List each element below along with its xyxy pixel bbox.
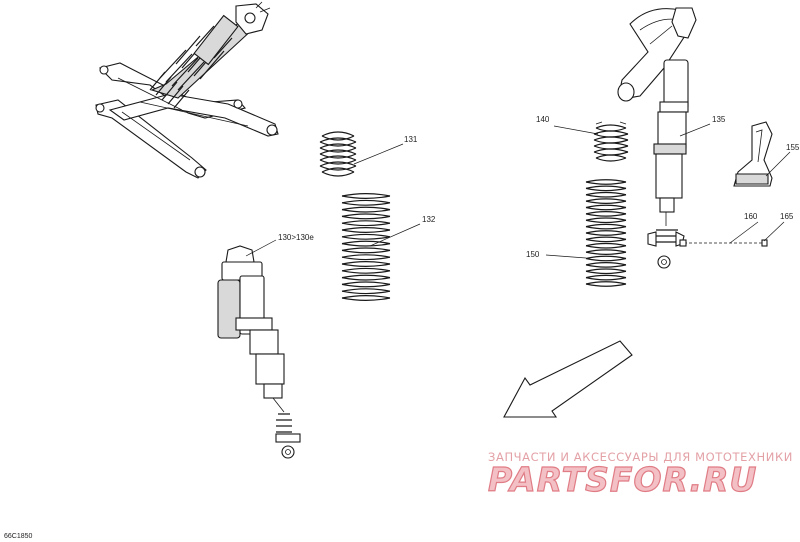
spring-coil-front xyxy=(585,257,627,262)
direction-arrow xyxy=(503,340,633,418)
spring-coil-back xyxy=(585,191,627,196)
spring-coil-back xyxy=(585,198,627,202)
callout-150: 150 xyxy=(526,250,540,259)
spring-coil-front xyxy=(341,222,391,227)
spring-132 xyxy=(341,193,391,301)
spring-coil-front xyxy=(585,264,627,268)
spring-coil-back xyxy=(585,274,627,279)
spring-coil-back xyxy=(585,230,627,234)
watermark-subtitle: ЗАПЧАСТИ И АКСЕССУАРЫ ДЛЯ МОТОТЕХНИКИ xyxy=(488,450,793,464)
shock-absorber-130 xyxy=(217,245,301,459)
spring-coil-front xyxy=(341,215,391,220)
spring-coil-back xyxy=(341,267,391,272)
nut-165 xyxy=(761,239,768,247)
spring-coil-back xyxy=(341,240,391,245)
watermark-logo: PARTSFOR.RU xyxy=(488,460,757,499)
spring-coil-back xyxy=(585,249,627,253)
spring-coil-back xyxy=(585,262,627,266)
diagram-reference-code: 66C1850 xyxy=(4,533,33,540)
spring-coil-front xyxy=(341,277,391,281)
spring-coil-back xyxy=(341,295,391,299)
bolt-160 xyxy=(679,239,762,247)
spring-140 xyxy=(593,121,629,162)
spring-coil-back xyxy=(341,233,391,238)
spring-coil-back xyxy=(341,274,391,279)
spring-coil-back xyxy=(341,227,391,231)
spring-coil-front xyxy=(341,283,391,288)
callout-130: 130>130e xyxy=(278,233,314,242)
spring-coil-front xyxy=(341,229,391,233)
callout-160: 160 xyxy=(744,212,758,221)
spring-coil-back xyxy=(585,223,627,228)
spring-coil-front xyxy=(341,256,391,261)
callout-135: 135 xyxy=(712,115,726,124)
spring-coil-front xyxy=(585,270,627,275)
spring-coil-front xyxy=(341,249,391,254)
spring-coil-front xyxy=(341,290,391,295)
spring-coil-back xyxy=(585,179,627,183)
spring-coil-back xyxy=(341,199,391,204)
spring-coil-front xyxy=(341,243,391,247)
spring-coil-front xyxy=(585,200,627,204)
spring-coil-front xyxy=(341,209,391,213)
spring-coil-back xyxy=(585,211,627,215)
callout-155: 155 xyxy=(786,143,800,152)
spring-coil-back xyxy=(341,281,391,285)
spring-coil-front xyxy=(585,277,627,281)
spring-coil-back xyxy=(585,185,627,189)
spring-coil-front xyxy=(585,283,627,287)
spring-coil-front xyxy=(585,206,627,211)
spring-coil-front xyxy=(341,297,391,301)
spring-coil-front xyxy=(341,236,391,240)
bracket-155 xyxy=(733,121,773,187)
leader-lines xyxy=(245,123,791,259)
spring-coil-back xyxy=(341,206,391,211)
spring-coil-back xyxy=(585,217,627,221)
spring-coil-front xyxy=(585,187,627,192)
shock-absorber-135 xyxy=(617,7,697,269)
spring-coil-front xyxy=(585,181,627,185)
callout-131: 131 xyxy=(404,135,418,144)
spring-coil-back xyxy=(341,213,391,217)
spring-coil-front xyxy=(585,219,627,224)
spring-coil-back xyxy=(585,204,627,209)
callout-140: 140 xyxy=(536,115,550,124)
spring-coil-front xyxy=(585,213,627,217)
spring-150 xyxy=(585,179,627,287)
spring-coil-back xyxy=(585,242,627,247)
spring-coil-back xyxy=(341,247,391,251)
spring-coil-back xyxy=(585,268,627,272)
spring-coil-front xyxy=(585,226,627,230)
spring-coil-front xyxy=(341,202,391,206)
spring-coil-front xyxy=(585,232,627,236)
spring-coil-front xyxy=(585,194,627,198)
spring-131 xyxy=(319,131,357,177)
spring-coil-back xyxy=(341,193,391,197)
spring-coil-front xyxy=(585,245,627,249)
spring-coil-back xyxy=(585,255,627,260)
spring-coil-back xyxy=(341,288,391,292)
spring-coil-front xyxy=(585,251,627,255)
spring-coil-back xyxy=(585,281,627,285)
spring-coil-front xyxy=(341,195,391,199)
spring-coil-back xyxy=(341,254,391,258)
callout-132: 132 xyxy=(422,215,436,224)
spring-coil-back xyxy=(341,261,391,265)
callout-165: 165 xyxy=(780,212,794,221)
spring-coil-back xyxy=(585,236,627,240)
spring-coil-front xyxy=(341,263,391,267)
suspension-assembly-overview xyxy=(95,1,279,179)
spring-coil-back xyxy=(341,220,391,224)
spring-coil-front xyxy=(341,270,391,274)
spring-coil-front xyxy=(585,238,627,243)
